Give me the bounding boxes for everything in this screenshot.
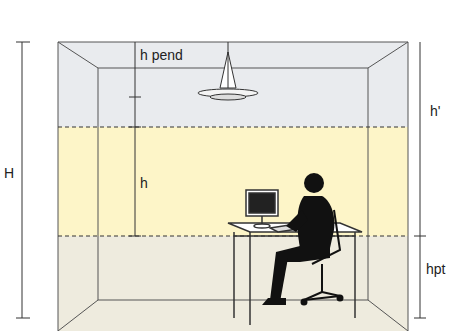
dimension-label: H — [4, 166, 14, 180]
dimension-label: h — [140, 176, 148, 190]
dimension-label: h pend — [140, 48, 183, 62]
dimension-label: h' — [430, 104, 440, 118]
dimension-label: hpt — [426, 262, 445, 276]
